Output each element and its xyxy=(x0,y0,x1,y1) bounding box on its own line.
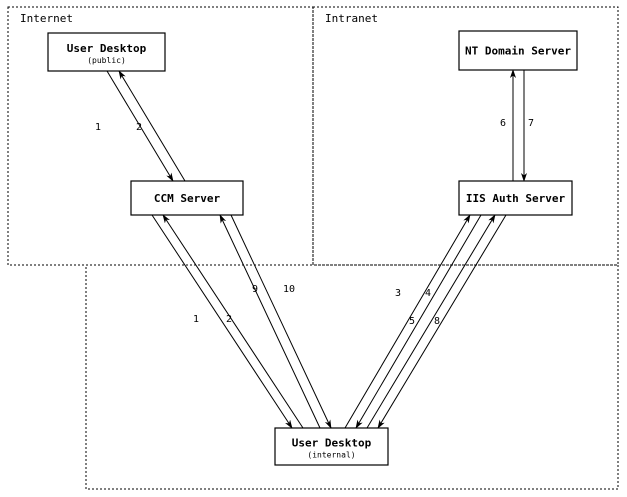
node-title-iis-auth-server: IIS Auth Server xyxy=(466,192,566,205)
flow-step-label-7: 7 xyxy=(528,118,534,129)
node-title-user-desktop-internal: User Desktop xyxy=(292,437,372,450)
node-title-nt-domain-server: NT Domain Server xyxy=(465,45,571,58)
flow-step-label-4: 4 xyxy=(425,288,431,299)
flow-line-step-1-ccm-server-to-user-desktop-internal xyxy=(151,214,293,429)
flow-line-step-2-user-desktop-internal-to-ccm-server xyxy=(162,214,304,429)
flow-line-step-5-user-desktop-internal-to-iis-auth-server xyxy=(366,214,496,429)
flow-line-step-9-user-desktop-internal-to-ccm-server xyxy=(219,214,321,429)
flow-line-step-3-user-desktop-internal-to-iis-auth-server xyxy=(344,214,471,429)
flow-step-label-3: 3 xyxy=(395,288,401,299)
flow-step-label-9: 9 xyxy=(252,284,258,295)
flow-step-labels: 1 2 1 2 9 10 3 4 5 8 6 7 xyxy=(95,118,534,327)
flow-line-step-8-iis-auth-server-to-user-desktop-internal xyxy=(377,214,507,429)
zone-labels: Internet Intranet xyxy=(20,12,378,25)
node-title-ccm-server: CCM Server xyxy=(154,192,221,205)
flow-step-label-8: 8 xyxy=(434,316,440,327)
node-subtitle-user-desktop-internal: (internal) xyxy=(307,451,355,460)
flow-step-label-6: 6 xyxy=(500,118,506,129)
node-user-desktop-internal[interactable]: User Desktop(internal) xyxy=(274,427,389,466)
flow-step-label-5: 5 xyxy=(409,316,415,327)
zone-boundary-internal xyxy=(85,264,619,490)
zone-label-intranet: Intranet xyxy=(325,12,378,25)
flow-step-label-2: 2 xyxy=(226,314,232,325)
node-nt-domain-server[interactable]: NT Domain Server xyxy=(458,30,578,71)
flow-line-step-1-user-desktop-public-to-ccm-server xyxy=(106,70,174,182)
node-box-iis-auth-server[interactable] xyxy=(458,180,573,216)
flow-arrows xyxy=(106,69,527,429)
node-box-ccm-server[interactable] xyxy=(130,180,244,216)
zone-boundaries xyxy=(7,6,619,490)
flow-line-step-4-iis-auth-server-to-user-desktop-internal xyxy=(355,214,482,429)
node-iis-auth-server[interactable]: IIS Auth Server xyxy=(458,180,573,216)
node-box-user-desktop-public[interactable] xyxy=(47,32,166,72)
zone-boundary-intranet xyxy=(312,6,619,266)
node-user-desktop-public[interactable]: User Desktop(public) xyxy=(47,32,166,72)
node-subtitle-user-desktop-public: (public) xyxy=(87,56,126,65)
zone-label-internet: Internet xyxy=(20,12,73,25)
node-box-user-desktop-internal[interactable] xyxy=(274,427,389,466)
flow-line-step-2-ccm-server-to-user-desktop-public xyxy=(118,70,186,182)
flow-step-label-1: 1 xyxy=(95,122,101,133)
flow-line-step-10-ccm-server-to-user-desktop-internal xyxy=(230,214,332,429)
node-title-user-desktop-public: User Desktop xyxy=(67,42,147,55)
flow-step-label-2: 2 xyxy=(136,122,142,133)
node-ccm-server[interactable]: CCM Server xyxy=(130,180,244,216)
node-box-nt-domain-server[interactable] xyxy=(458,30,578,71)
flow-step-label-1: 1 xyxy=(193,314,199,325)
flow-step-label-10: 10 xyxy=(283,284,295,295)
